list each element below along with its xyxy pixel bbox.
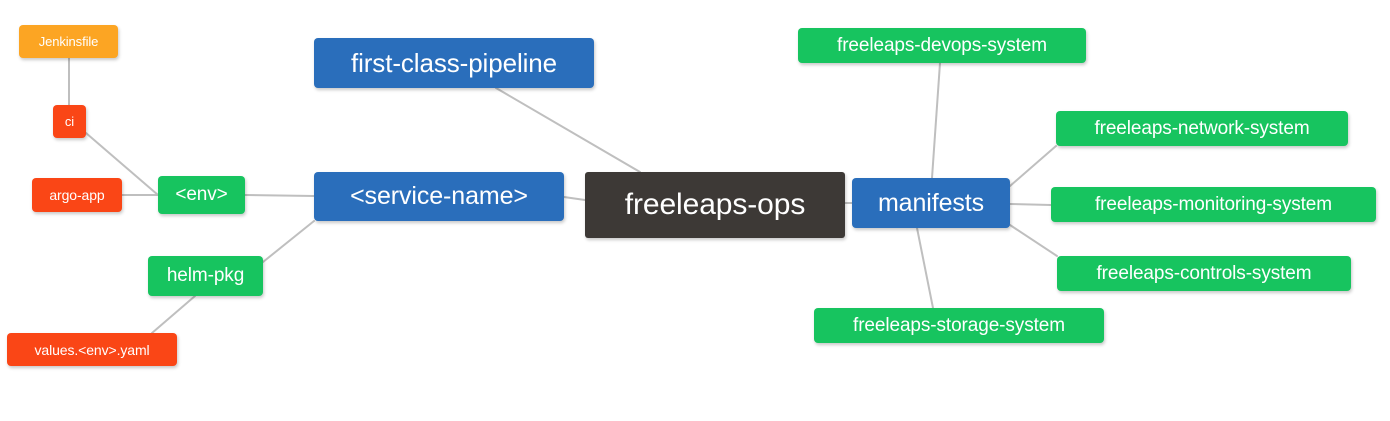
node-values-yaml[interactable]: values.<env>.yaml [7,333,177,366]
edge-storage-system-to-manifests [916,227,934,309]
node-storage-system[interactable]: freeleaps-storage-system [814,308,1104,343]
edge-network-system-to-manifests [1009,145,1057,187]
node-first-class-pipeline[interactable]: first-class-pipeline [314,38,594,88]
node-service-name[interactable]: <service-name> [314,172,564,221]
node-jenkinsfile[interactable]: Jenkinsfile [19,25,118,58]
edge-monitoring-system-to-manifests [1009,203,1052,206]
node-monitoring-system[interactable]: freeleaps-monitoring-system [1051,187,1376,222]
node-freeleaps-ops[interactable]: freeleaps-ops [585,172,845,238]
node-controls-system[interactable]: freeleaps-controls-system [1057,256,1351,291]
node-helm-pkg[interactable]: helm-pkg [148,256,263,296]
node-devops-system[interactable]: freeleaps-devops-system [798,28,1086,63]
edge-service-name-to-freeleaps-ops [563,196,586,201]
node-network-system[interactable]: freeleaps-network-system [1056,111,1348,146]
edge-devops-system-to-manifests [931,62,941,179]
edge-controls-system-to-manifests [1009,224,1058,257]
node-manifests[interactable]: manifests [852,178,1010,228]
node-env[interactable]: <env> [158,176,245,214]
node-argo-app[interactable]: argo-app [32,178,122,212]
edge-env-to-service-name [244,194,315,197]
node-ci[interactable]: ci [53,105,86,138]
edge-first-class-pipeline-to-freeleaps-ops [495,87,641,173]
edge-helm-pkg-to-service-name [262,220,315,263]
edge-values-yaml-to-helm-pkg [151,295,196,334]
